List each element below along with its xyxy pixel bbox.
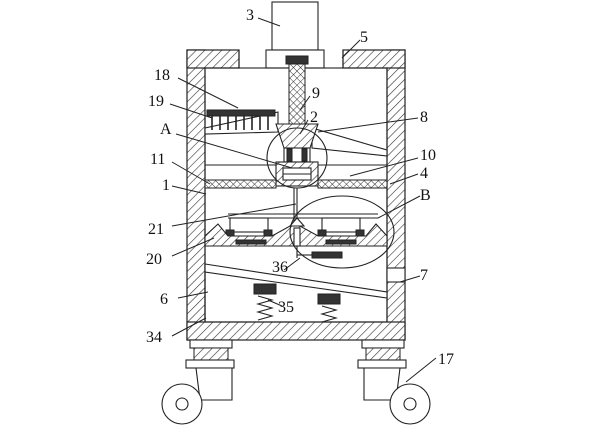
push-rod (311, 251, 343, 259)
label-18: 18 (154, 67, 170, 84)
label-3: 3 (246, 7, 254, 24)
label-11: 11 (150, 151, 165, 168)
label-4: 4 (420, 165, 428, 182)
sieve-tray (204, 217, 388, 247)
label-8: 8 (420, 109, 428, 126)
label-b: B (420, 187, 431, 204)
label-20: 20 (146, 251, 162, 268)
funnel-plate-right (311, 127, 388, 157)
label-2: 2 (310, 109, 318, 126)
housing (186, 49, 406, 341)
label-9: 9 (312, 85, 320, 102)
hub-coupling (275, 123, 319, 187)
brush-comb (206, 109, 276, 130)
caster-left (161, 339, 235, 425)
leader-lines (169, 17, 437, 383)
label-1: 1 (162, 177, 170, 194)
label-6: 6 (160, 291, 168, 308)
detail-ellipse-b (289, 195, 395, 269)
label-a: A (160, 121, 172, 138)
label-36: 36 (272, 259, 288, 276)
inclined-plate (204, 263, 388, 299)
label-17: 17 (438, 351, 454, 368)
label-21: 21 (148, 221, 164, 238)
label-10: 10 (420, 147, 436, 164)
label-7: 7 (420, 267, 428, 284)
label-5: 5 (360, 29, 368, 46)
label-35: 35 (278, 299, 294, 316)
label-19: 19 (148, 93, 164, 110)
label-34: 34 (146, 329, 162, 346)
caster-right (357, 339, 431, 425)
discharge-port (386, 267, 406, 283)
screen-plate (204, 179, 388, 189)
vibration-springs (253, 283, 341, 323)
